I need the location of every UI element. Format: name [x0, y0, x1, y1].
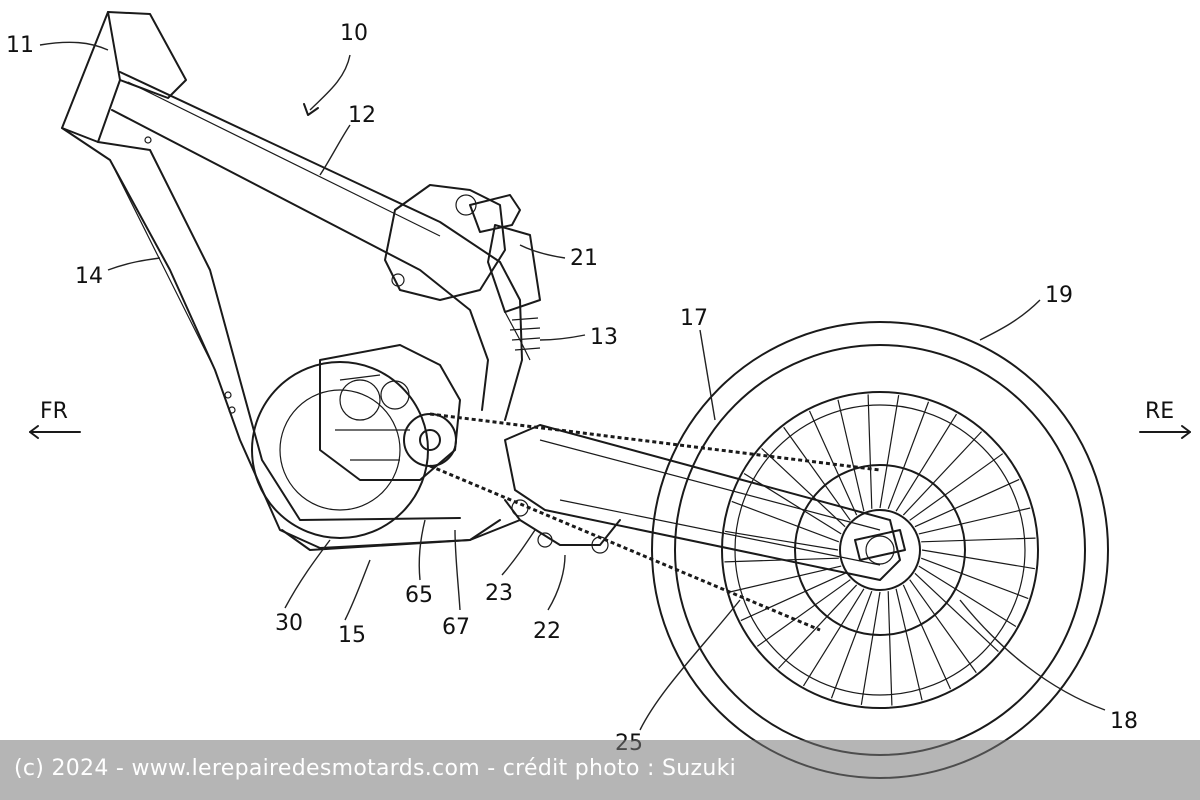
copyright-watermark-bar: (c) 2024 - www.lerepairedesmotards.com -… — [0, 740, 1200, 800]
label-12: 12 — [348, 103, 376, 128]
spoke — [731, 500, 840, 543]
label-19: 19 — [1045, 283, 1073, 308]
spoke — [783, 426, 851, 521]
label-18: 18 — [1110, 709, 1138, 734]
spoke — [895, 413, 958, 512]
copyright-watermark-text: (c) 2024 - www.lerepairedesmotards.com -… — [14, 756, 737, 781]
label-21: 21 — [570, 246, 598, 271]
label-14: 14 — [75, 264, 103, 289]
label-17: 17 — [680, 306, 708, 331]
swingarm — [504, 424, 901, 581]
spoke — [914, 478, 1020, 528]
spoke — [921, 549, 1035, 570]
spoke — [724, 557, 839, 563]
rear-shock — [469, 194, 541, 361]
spoke — [920, 557, 1029, 600]
spoke — [837, 399, 865, 512]
rear-direction-label: RE — [1145, 399, 1174, 424]
rear-wheel — [651, 321, 1109, 779]
suspension-linkage — [504, 499, 621, 548]
controller-housing — [384, 184, 506, 301]
spoke — [879, 395, 900, 509]
drive-chain — [429, 412, 881, 632]
spoke — [918, 507, 1031, 535]
spoke — [808, 410, 858, 516]
main-frame-tube — [111, 71, 523, 421]
rear-sprocket — [794, 464, 966, 636]
spoke — [909, 453, 1004, 521]
spoke — [867, 394, 873, 509]
spoke — [902, 584, 952, 690]
label-22: 22 — [533, 619, 561, 644]
spoke — [860, 591, 881, 705]
spoke — [921, 537, 1036, 543]
spoke — [777, 584, 858, 669]
wheel-spokes — [724, 394, 1036, 706]
label-13: 13 — [590, 325, 618, 350]
electric-motor — [251, 344, 461, 539]
spoke — [802, 588, 865, 687]
spoke — [902, 431, 983, 516]
spoke — [761, 447, 846, 528]
spoke — [909, 579, 977, 674]
label-10: 10 — [340, 21, 368, 46]
spoke — [914, 572, 999, 653]
reference-labels: 11 10 12 14 21 13 17 19 30 15 65 67 23 2… — [6, 21, 1138, 756]
spoke — [895, 588, 923, 701]
rear-direction-arrow — [1139, 425, 1191, 439]
label-15: 15 — [338, 623, 366, 648]
spoke — [918, 565, 1017, 628]
label-67: 67 — [442, 615, 470, 640]
spoke — [743, 472, 842, 535]
figure-ref-arrow — [303, 54, 351, 116]
spoke — [887, 401, 930, 510]
spoke — [756, 579, 851, 647]
drive-sprocket — [403, 413, 457, 467]
leader-lines — [39, 41, 1106, 731]
label-23: 23 — [485, 581, 513, 606]
skid-plate — [281, 519, 501, 551]
spoke — [740, 572, 846, 622]
front-direction-arrow — [29, 425, 81, 439]
label-30: 30 — [275, 611, 303, 636]
head-tube — [61, 11, 187, 143]
spoke — [725, 530, 839, 551]
spoke — [887, 591, 893, 706]
label-65: 65 — [405, 583, 433, 608]
front-direction-label: FR — [40, 399, 68, 424]
spoke — [830, 590, 873, 699]
spoke — [729, 565, 842, 593]
label-11: 11 — [6, 33, 34, 58]
